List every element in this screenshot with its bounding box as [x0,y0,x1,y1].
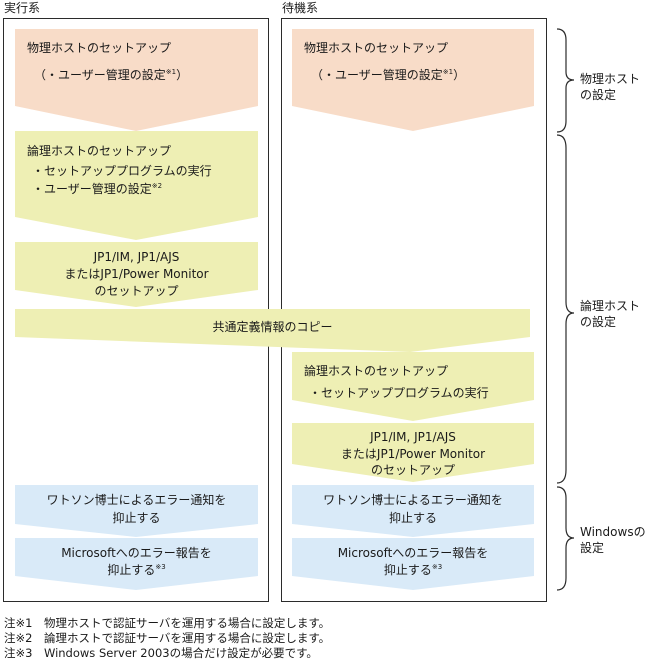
standby-ms-report-line2: 抑止する※3 [383,563,443,577]
footnote-1: 注※1 物理ホストで認証サーバを運用する場合に設定します。 [4,616,331,630]
active-jp1-line1: JP1/IM, JP1/AJS [93,250,180,264]
active-physical-sub: （・ユーザー管理の設定※1） [34,68,189,82]
standby-logical-setup-step [292,352,534,421]
active-physical-setup-step [15,29,258,131]
active-jp1-setup-step [15,242,258,307]
standby-watson-step [292,485,534,537]
active-watson-line2: 抑止する [112,511,161,525]
active-logical-setup-step [15,131,258,240]
windows-brace [556,486,575,591]
active-physical-title: 物理ホストのセットアップ [27,41,172,55]
active-logical-title: 論理ホストのセットアップ [27,144,172,158]
active-ms-report-line1: Microsoftへのエラー報告を [61,546,212,560]
standby-physical-setup-step [292,29,534,131]
standby-logical-line1: ・セットアッププログラムの実行 [309,386,489,400]
active-logical-line1: ・セットアッププログラムの実行 [32,164,212,178]
logical-brace-label: 論理ホストの設定 [580,299,641,329]
standby-physical-sub: （・ユーザー管理の設定※1） [311,68,466,82]
standby-logical-title: 論理ホストのセットアップ [304,364,449,378]
standby-jp1-setup-step [292,423,534,482]
footnote-2: 注※2 論理ホストで認証サーバを運用する場合に設定します。 [4,631,331,645]
active-watson-step [15,485,258,537]
logical-brace [556,134,575,484]
active-watson-line1: ワトソン博士によるエラー通知を [46,493,227,507]
standby-ms-report-line1: Microsoftへのエラー報告を [337,546,489,560]
physical-brace [556,28,575,133]
physical-brace-label: 物理ホストの設定 [580,72,641,102]
standby-jp1-line2: またはJP1/Power Monitor [340,447,486,461]
standby-ms-report-step [292,538,534,590]
standby-jp1-line1: JP1/IM, JP1/AJS [370,430,456,444]
shared-copy-step [15,309,530,352]
active-jp1-line2: またはJP1/Power Monitor [64,267,209,281]
active-jp1-line3: のセットアップ [94,284,179,298]
active-ms-report-step [15,538,258,590]
shared-copy-label: 共通定義情報のコピー [212,320,333,334]
footnote-3: 注※3 Windows Server 2003の場合だけ設定が必要です。 [4,646,318,660]
active-column-title: 実行系 [4,1,41,15]
footnotes: 注※1 物理ホストで認証サーバを運用する場合に設定します。 注※2 論理ホストで… [4,616,330,661]
active-logical-line2: ・ユーザー管理の設定※2 [32,182,163,196]
standby-jp1-line3: のセットアップ [370,463,455,477]
windows-brace-label: Windowsの設定 [580,525,646,555]
standby-watson-line2: 抑止する [388,511,437,525]
standby-column-title: 待機系 [282,1,319,15]
active-ms-report-line2: 抑止する※3 [107,563,166,577]
standby-physical-title: 物理ホストのセットアップ [304,41,449,55]
standby-watson-line1: ワトソン博士によるエラー通知を [323,493,503,507]
